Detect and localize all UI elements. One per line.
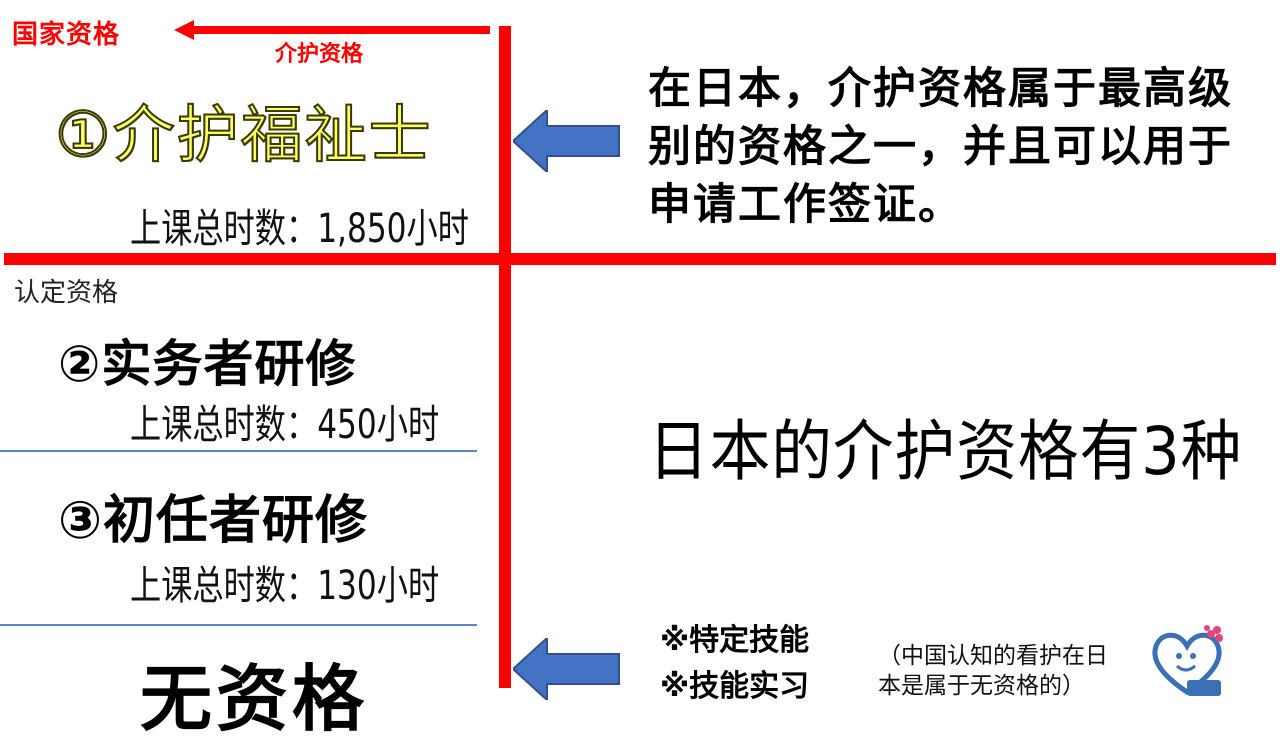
horizontal-divider — [4, 253, 1276, 265]
separator-line — [0, 450, 477, 452]
vertical-divider — [499, 26, 511, 688]
national-arrow-line — [190, 26, 490, 34]
qualification-3-hours: 上课总时数：130小时 — [130, 563, 440, 609]
qualification-3-title: ③初任者研修 — [58, 491, 369, 551]
description-text: 在日本，介护资格属于最高级别的资格之一，并且可以用于申请工作签证。 — [648, 64, 1233, 230]
no-qualification-title: 无资格 — [140, 657, 369, 741]
national-arrowhead — [174, 20, 194, 40]
note-line-1: （中国认知的看护在日 — [878, 643, 1108, 669]
left-arrow-icon — [513, 638, 620, 700]
certified-qualification-label: 认定资格 — [14, 278, 119, 308]
note-line-2: 本是属于无资格的） — [878, 673, 1085, 699]
ginou-jisshu-text: ※技能实习 — [660, 669, 810, 704]
separator-line — [0, 624, 477, 626]
qualification-2-hours: 上课总时数：450小时 — [130, 402, 440, 448]
kaigo-qualification-label: 介护资格 — [275, 42, 364, 67]
other-routes: ※特定技能 ※技能实习 — [660, 618, 809, 710]
left-arrow-icon — [513, 110, 620, 172]
national-qualification-label: 国家资格 — [12, 20, 121, 50]
note-text: （中国认知的看护在日 本是属于无资格的） — [878, 641, 1108, 701]
qualification-1-hours: 上课总时数：1,850小时 — [130, 206, 469, 252]
three-types-text: 日本的介护资格有3种 — [648, 413, 1243, 490]
qualification-2-title: ②实务者研修 — [58, 335, 357, 393]
qualification-1-title: ①介护福祉士 — [54, 97, 433, 172]
tokutei-ginou-text: ※特定技能 — [660, 623, 810, 658]
heart-logo-icon — [1152, 625, 1223, 696]
